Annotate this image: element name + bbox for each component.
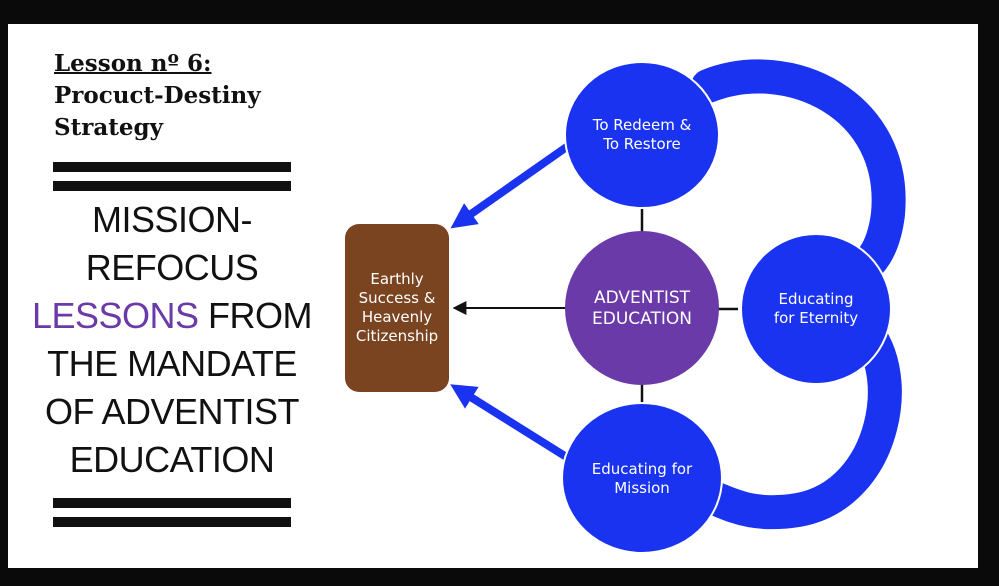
heading-line-3-rest: FROM xyxy=(198,295,313,336)
heading-line-2: REFOCUS xyxy=(85,247,259,288)
cycle-arc-upper xyxy=(691,59,906,291)
top-node-line-2: To Restore xyxy=(603,135,681,153)
heading-line-6: EDUCATION xyxy=(69,439,275,480)
divider-bar-bottom-1 xyxy=(53,498,291,508)
cycle-diagram xyxy=(345,59,906,554)
outcome-label: Earthly Success & Heavenly Citizenship xyxy=(345,224,449,392)
outcome-line-3: Heavenly xyxy=(361,308,433,326)
heading-line-3: LESSONS FROM xyxy=(30,292,314,340)
right-node-line-1: Educating xyxy=(778,290,854,308)
center-circle xyxy=(565,231,719,385)
outcome-box xyxy=(345,224,449,392)
heading-line-1: MISSION- xyxy=(91,199,253,240)
top-node-label: To Redeem & To Restore xyxy=(565,100,719,170)
bottom-node-line-2: Mission xyxy=(614,479,670,497)
divider-bar-top-2 xyxy=(53,181,291,191)
arrow-from-top xyxy=(450,142,571,229)
lesson-name-line-1: Procuct-Destiny xyxy=(54,82,261,109)
center-node-label: ADVENTIST EDUCATION xyxy=(565,274,719,344)
main-heading: MISSION- REFOCUS LESSONS FROM THE MANDAT… xyxy=(30,196,314,484)
center-node-line-2: EDUCATION xyxy=(592,309,692,329)
lesson-title: Lesson nº 6: Procuct-Destiny Strategy xyxy=(54,48,261,144)
outcome-line-2: Success & xyxy=(358,289,436,307)
divider-bar-top-1 xyxy=(53,162,291,172)
heading-line-5: OF ADVENTIST xyxy=(44,391,300,432)
lesson-name-line-2: Strategy xyxy=(54,114,163,141)
outcome-line-4: Citizenship xyxy=(355,327,439,345)
bottom-node-line-1: Educating for xyxy=(591,460,693,478)
right-circle xyxy=(740,233,892,385)
arrow-from-bottom xyxy=(450,384,571,462)
divider-bar-bottom-2 xyxy=(53,517,291,527)
top-node-line-1: To Redeem & xyxy=(592,116,692,134)
cycle-arc-lower xyxy=(691,307,902,530)
right-node-line-2: for Eternity xyxy=(773,309,859,327)
bottom-node-label: Educating for Mission xyxy=(562,444,722,514)
heading-line-4: THE MANDATE xyxy=(47,343,297,384)
center-node-line-1: ADVENTIST xyxy=(593,288,691,308)
outcome-line-1: Earthly xyxy=(370,270,424,288)
top-circle xyxy=(564,61,720,209)
slide: Lesson nº 6: Procuct-Destiny Strategy MI… xyxy=(8,24,978,568)
right-node-label: Educating for Eternity xyxy=(741,274,891,344)
lesson-number: Lesson nº 6: xyxy=(54,50,212,77)
heading-accent-word: LESSONS xyxy=(31,295,199,336)
bottom-circle xyxy=(561,402,723,554)
